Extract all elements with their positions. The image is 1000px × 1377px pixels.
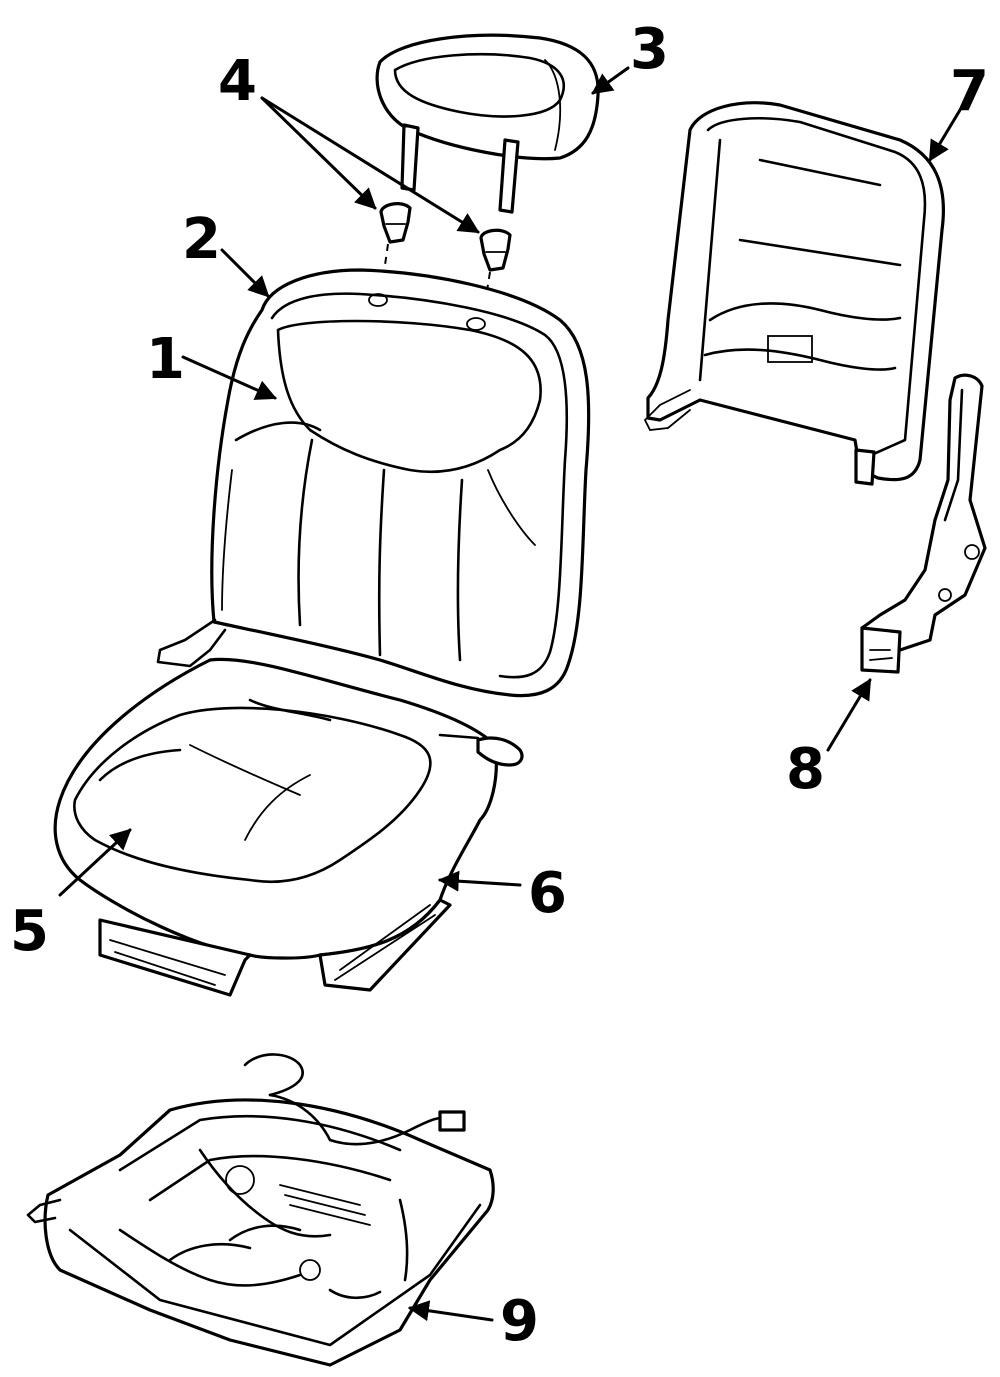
callout-6: 6	[528, 861, 567, 926]
callout-1: 1	[146, 327, 185, 392]
callout-9: 9	[500, 1289, 539, 1354]
leader-lines	[58, 66, 962, 1322]
callout-3: 3	[630, 17, 669, 82]
callout-4: 4	[218, 49, 257, 114]
recliner-mechanism	[860, 373, 987, 674]
seat-back	[156, 268, 591, 698]
callout-5: 5	[10, 899, 49, 964]
headrest	[375, 33, 600, 214]
callout-7: 7	[950, 59, 989, 124]
seat-adjuster-track	[26, 1053, 495, 1367]
seat-cushion	[53, 657, 524, 997]
callout-8: 8	[786, 737, 825, 802]
seat-back-frame	[643, 101, 945, 486]
callout-2: 2	[182, 207, 221, 272]
headrest-guides	[379, 202, 512, 323]
